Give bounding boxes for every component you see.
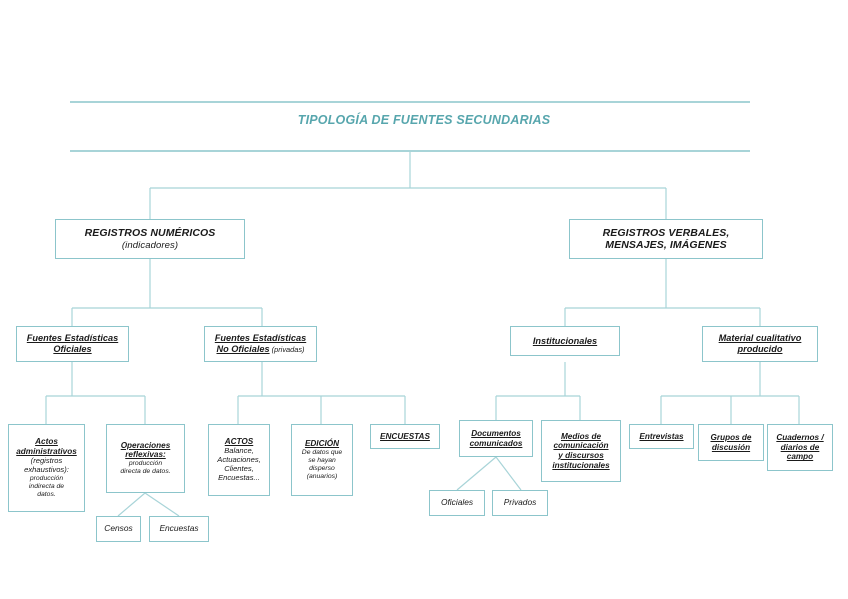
node-actos-administrativos-body4: indirecta de: [28, 482, 65, 490]
node-privados-label: Privados: [503, 497, 537, 508]
node-encuestas-label: ENCUESTAS: [380, 431, 430, 441]
node-operaciones-reflexivas[interactable]: Operaciones reflexivas: producción direc…: [106, 424, 185, 493]
node-registros-verbales-label: REGISTROS VERBALES, MENSAJES, IMÁGENES: [602, 226, 730, 251]
node-actos-administrativos-head1: Actos: [35, 437, 58, 447]
node-actos-administrativos-body1: (registros: [30, 455, 63, 465]
node-encuestas[interactable]: ENCUESTAS: [370, 424, 440, 449]
node-material-cualitativo-line2: producido: [737, 344, 783, 354]
node-material-cualitativo[interactable]: Material cualitativo producido: [702, 326, 818, 362]
node-registros-numericos-label: REGISTROS NUMÉRICOS: [84, 227, 216, 240]
node-actos-administrativos-body2: exhaustivos):: [24, 464, 69, 474]
node-medios-comunicacion[interactable]: Medios de comunicación y discursos insti…: [541, 420, 621, 482]
node-documentos-comunicados-line1: Documentos: [471, 428, 521, 438]
node-cuadernos-campo-line2: diarios de: [780, 442, 820, 452]
page-title: TIPOLOGÍA DE FUENTES SECUNDARIAS: [297, 113, 551, 127]
node-actos-administrativos-body5: datos.: [37, 490, 56, 498]
node-actos-administrativos-head2: administrativos: [16, 447, 77, 457]
node-institucionales[interactable]: Institucionales: [510, 326, 620, 356]
node-operaciones-reflexivas-body1: producción: [128, 460, 163, 468]
node-cuadernos-campo-line1: Cuadernos /: [776, 432, 824, 442]
node-medios-comunicacion-line3: y discursos: [558, 451, 604, 460]
node-grupos-discusion-line1: Grupos de: [710, 432, 752, 442]
node-actos-head: ACTOS: [224, 437, 254, 447]
node-medios-comunicacion-line2: comunicación: [553, 441, 609, 451]
title-bottom-rule: [70, 150, 750, 152]
node-registros-verbales[interactable]: REGISTROS VERBALES, MENSAJES, IMÁGENES: [569, 219, 763, 259]
node-actos-administrativos-body3: producción: [29, 474, 64, 482]
node-operaciones-reflexivas-head1: Operaciones: [120, 440, 171, 450]
node-fuentes-estadisticas-no-oficiales[interactable]: Fuentes Estadísticas No Oficiales (priva…: [204, 326, 317, 362]
node-medios-comunicacion-line4: institucionales: [552, 460, 610, 470]
node-edicion-body1: De datos que: [301, 448, 343, 456]
node-documentos-comunicados[interactable]: Documentos comunicados: [459, 420, 533, 457]
node-actos-administrativos[interactable]: Actos administrativos (registros exhaust…: [8, 424, 85, 512]
node-oficiales[interactable]: Oficiales: [429, 490, 485, 516]
node-institucionales-label: Institucionales: [532, 335, 598, 346]
node-fuentes-oficiales-line1: Fuentes Estadísticas: [26, 333, 119, 344]
title-top-rule: [70, 101, 750, 103]
node-edicion[interactable]: EDICIÓN De datos que se hayan disperso (…: [291, 424, 353, 496]
node-oficiales-label: Oficiales: [440, 497, 474, 508]
node-actos-body2: Actuaciones,: [217, 454, 261, 464]
node-entrevistas-label: Entrevistas: [639, 431, 684, 441]
node-cuadernos-campo[interactable]: Cuadernos / diarios de campo: [767, 424, 833, 471]
node-encuestas-sub[interactable]: Encuestas: [149, 516, 209, 542]
node-edicion-body4: (anuarios): [306, 472, 338, 480]
node-cuadernos-campo-line3: campo: [786, 452, 814, 462]
node-fuentes-no-oficiales-line1: Fuentes Estadísticas: [214, 333, 307, 344]
node-registros-numericos[interactable]: REGISTROS NUMÉRICOS (indicadores): [55, 219, 245, 259]
node-fuentes-no-oficiales-line2: No Oficiales: [216, 344, 270, 354]
node-operaciones-reflexivas-body2: directa de datos.: [120, 468, 171, 476]
node-grupos-discusion-line2: discusión: [711, 442, 751, 452]
node-actos-body1: Balance,: [224, 445, 254, 455]
node-edicion-body2: se hayan: [308, 456, 336, 464]
node-censos[interactable]: Censos: [96, 516, 141, 542]
node-edicion-body3: disperso: [309, 464, 335, 472]
node-entrevistas[interactable]: Entrevistas: [629, 424, 694, 449]
node-operaciones-reflexivas-head2: reflexivas:: [125, 450, 166, 460]
node-actos-body3: Clientes,: [224, 463, 254, 473]
node-material-cualitativo-line1: Material cualitativo: [718, 333, 802, 344]
node-documentos-comunicados-line2: comunicados: [469, 438, 523, 448]
node-medios-comunicacion-line1: Medios de: [560, 431, 602, 441]
node-censos-label: Censos: [104, 523, 133, 534]
node-encuestas-sub-label: Encuestas: [159, 523, 199, 534]
node-fuentes-no-oficiales-suffix: (privadas): [269, 345, 305, 354]
node-fuentes-oficiales-line2: Oficiales: [53, 344, 92, 354]
node-edicion-head: EDICIÓN: [304, 439, 340, 449]
node-grupos-discusion[interactable]: Grupos de discusión: [698, 424, 764, 461]
node-actos-body4: Encuestas...: [218, 472, 260, 482]
node-fuentes-estadisticas-oficiales[interactable]: Fuentes Estadísticas Oficiales: [16, 326, 129, 362]
node-actos[interactable]: ACTOS Balance, Actuaciones, Clientes, En…: [208, 424, 270, 496]
node-privados[interactable]: Privados: [492, 490, 548, 516]
node-registros-numericos-sub: (indicadores): [121, 239, 179, 251]
